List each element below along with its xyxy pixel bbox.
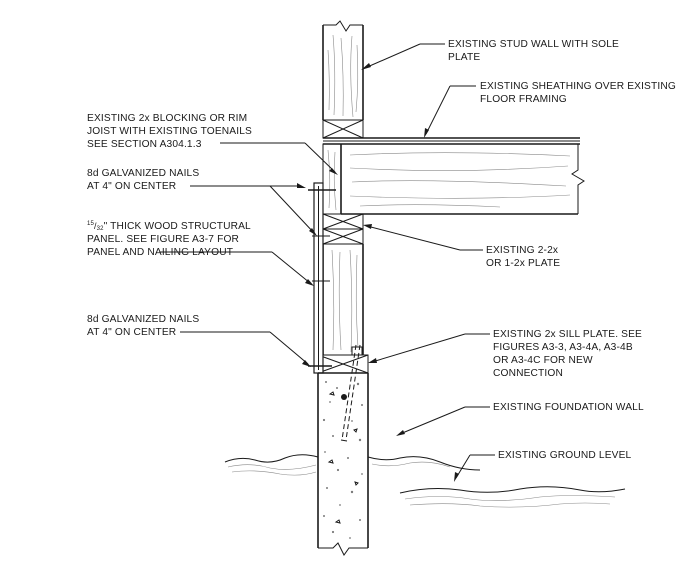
rim-joist — [322, 143, 342, 215]
sill-plate — [317, 346, 369, 374]
label-nails-bottom-line2: AT 4" ON CENTER — [87, 327, 176, 338]
labels: EXISTING STUD WALL WITH SOLE PLATE EXIST… — [87, 39, 676, 461]
label-blocking-line1: EXISTING 2x BLOCKING OR RIM — [87, 113, 247, 124]
foundation-wall — [317, 372, 369, 556]
label-blocking-line3: SEE SECTION A304.1.3 — [87, 139, 202, 150]
concrete-texture — [322, 381, 363, 539]
anchor-bolt — [340, 344, 361, 442]
label-sheathing-line1: EXISTING SHEATHING OVER EXISTING — [480, 81, 676, 92]
nails — [308, 189, 336, 367]
ground-level — [224, 454, 626, 508]
label-panel-text1: " THICK WOOD STRUCTURAL — [104, 221, 251, 232]
label-sill-line1: EXISTING 2x SILL PLATE. SEE — [493, 329, 642, 340]
label-sill-line4: CONNECTION — [493, 368, 563, 379]
label-blocking-line2: JOIST WITH EXISTING TOENAILS — [87, 126, 252, 137]
label-sheathing-line2: FLOOR FRAMING — [480, 94, 567, 105]
label-nails-top-line1: 8d GALVANIZED NAILS — [87, 168, 199, 179]
label-stud-wall-line2: PLATE — [448, 52, 480, 63]
label-panel-line3: PANEL AND NAILING LAYOUT — [87, 247, 233, 258]
label-nails-top-line2: AT 4" ON CENTER — [87, 181, 176, 192]
label-foundation: EXISTING FOUNDATION WALL — [493, 402, 644, 413]
label-plate-line2: OR 1-2x PLATE — [486, 258, 560, 269]
label-stud-wall-line1: EXISTING STUD WALL WITH SOLE — [448, 39, 619, 50]
label-plate-line1: EXISTING 2-2x — [486, 245, 558, 256]
sole-plate — [322, 119, 364, 139]
leader-lines — [160, 43, 495, 482]
floor-sheathing — [323, 137, 580, 145]
stud-wall — [322, 20, 364, 120]
label-panel-frac-den: 32 — [97, 226, 104, 232]
label-panel-line1: 15/32" THICK WOOD STRUCTURAL — [87, 221, 251, 232]
floor-joist — [340, 144, 585, 215]
label-sill-line3: OR A3-4C FOR NEW — [493, 355, 593, 366]
label-panel-frac-num: 15 — [87, 221, 94, 227]
structural-panel — [313, 182, 324, 374]
cripple-stud — [322, 244, 364, 355]
label-ground: EXISTING GROUND LEVEL — [498, 450, 632, 461]
top-plates — [322, 213, 364, 245]
label-sill-line2: FIGURES A3-3, A3-4A, A3-4B — [493, 342, 633, 353]
label-nails-bottom-line1: 8d GALVANIZED NAILS — [87, 314, 199, 325]
label-panel-line2: PANEL. SEE FIGURE A3-7 FOR — [87, 234, 239, 245]
